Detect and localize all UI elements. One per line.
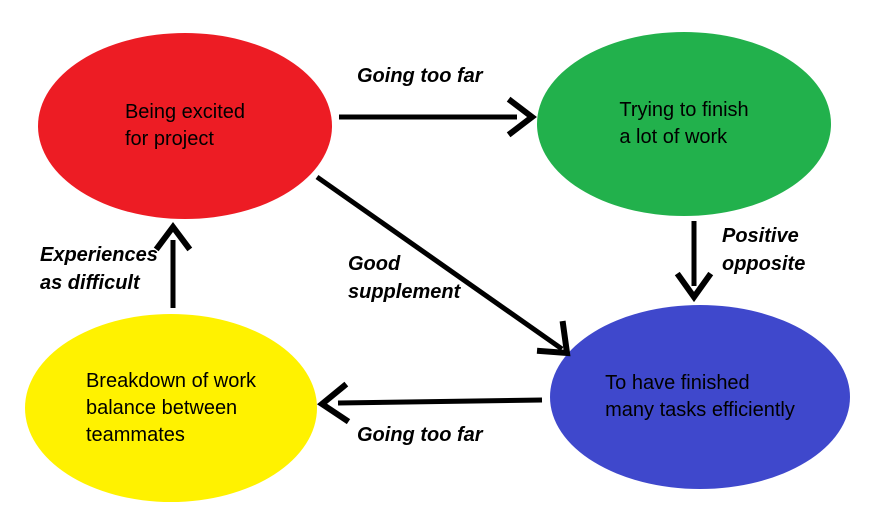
arrow-head-icon [506, 96, 537, 138]
arrow-trying-to-finished [674, 221, 714, 303]
arrow-head-icon [316, 381, 351, 425]
arrow-head-icon [674, 271, 714, 303]
node-breakdown-shape [25, 314, 317, 502]
edge-label-going-too-far-bottom: Going too far [357, 424, 483, 446]
edge-label-going-too-far-top: Going too far [357, 65, 483, 87]
arrow-breakdown-to-excited [153, 222, 193, 308]
edge-label-good-supplement: Good supplement [348, 253, 461, 303]
node-finished-tasks-shape [550, 305, 850, 489]
edge-label-experiences-as-difficult: Experiences as difficult [40, 244, 158, 294]
arrow-finished-to-breakdown [316, 381, 543, 425]
arrow-shaft [315, 174, 564, 352]
node-being-excited-label: Being excited for project [124, 101, 246, 150]
node-being-excited-shape [38, 33, 332, 219]
arrow-shaft [337, 397, 543, 406]
node-breakdown-label: Breakdown of work balance between teamma… [85, 369, 257, 446]
node-trying-to-finish-shape [537, 32, 831, 216]
node-trying-to-finish-label: Trying to finish a lot of work [619, 99, 749, 148]
arrow-head-icon [536, 320, 571, 357]
edge-label-positive-opposite: Positive opposite [722, 225, 806, 275]
arrow-head-icon [153, 222, 193, 252]
node-finished-tasks-label: To have finished many tasks efficiently [605, 372, 795, 421]
arrow-excited-to-trying [339, 96, 537, 138]
arrow-excited-to-finished [315, 174, 571, 357]
